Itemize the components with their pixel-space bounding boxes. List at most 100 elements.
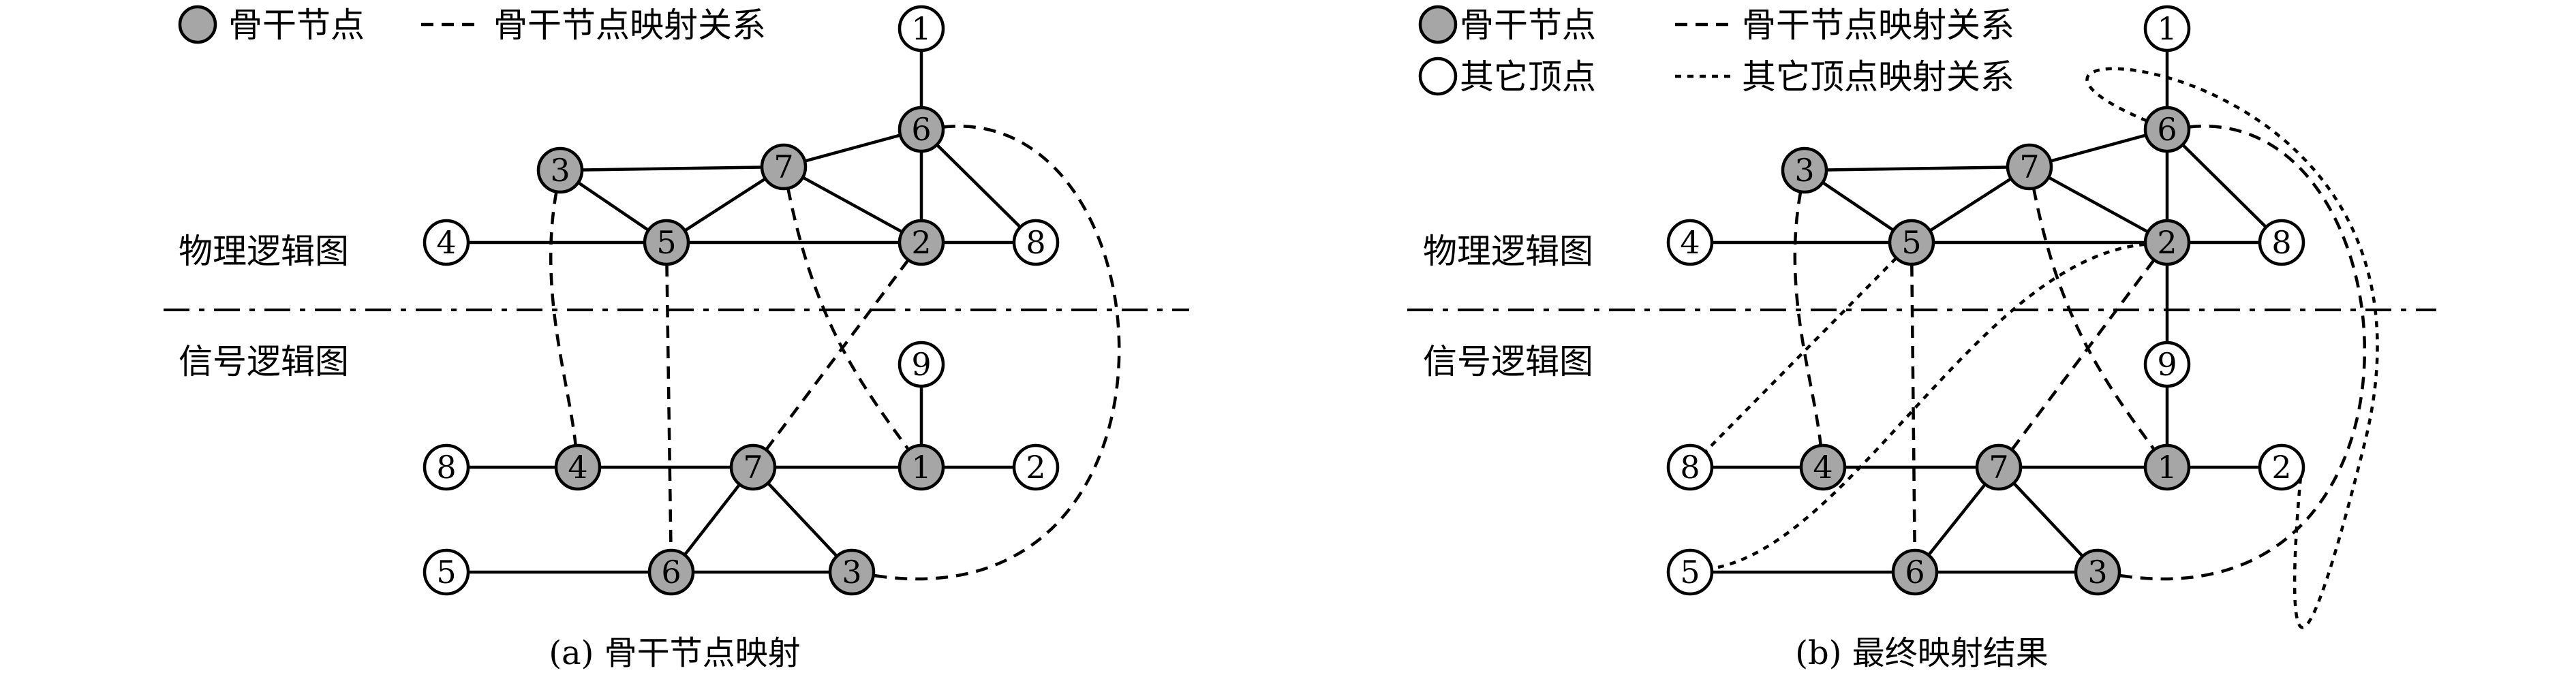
other-node-circle xyxy=(423,219,470,266)
other-node-circle xyxy=(1666,443,1714,491)
physical-node-2: 2 xyxy=(898,219,945,266)
backbone-node-circle xyxy=(647,548,695,596)
legend-backbone-node-text: 骨干节点 xyxy=(1460,5,1596,45)
signal-node-2: 2 xyxy=(2258,443,2305,491)
backbone-node-circle xyxy=(898,219,945,266)
node-label: 7 xyxy=(1989,449,2008,486)
backbone-mapping-line xyxy=(1793,191,1822,446)
other-node-circle xyxy=(2143,5,2191,52)
other-node-circle xyxy=(423,443,470,491)
backbone-mapping-line xyxy=(2031,187,2156,451)
physical-logic-graph-label: 物理逻辑图 xyxy=(1423,232,1593,271)
physical-node-7: 7 xyxy=(2006,143,2053,191)
signal-logic-graph-label: 信号逻辑图 xyxy=(179,342,349,381)
other-vertex-mapping-line xyxy=(2085,67,2379,629)
node-label: 8 xyxy=(1026,224,1045,261)
signal-node-6: 6 xyxy=(647,548,695,596)
signal-node-7: 7 xyxy=(729,443,777,491)
signal-edge xyxy=(2012,482,2084,558)
physical-edge xyxy=(804,133,901,163)
physical-edge xyxy=(684,177,767,232)
node-label: 6 xyxy=(2157,111,2177,148)
node-label: 3 xyxy=(1794,152,1814,189)
backbone-mapping-line xyxy=(873,125,1121,581)
signal-node-8: 8 xyxy=(1666,443,1714,491)
backbone-node-circle xyxy=(2074,548,2121,596)
backbone-node-circle xyxy=(1975,443,2023,491)
physical-node-4: 4 xyxy=(423,219,470,266)
signal-node-5: 5 xyxy=(1666,548,1714,596)
backbone-node-circle xyxy=(1799,443,1847,491)
physical-node-8: 8 xyxy=(2258,219,2305,266)
physical-edge xyxy=(2181,143,2267,229)
backbone-node-circle xyxy=(554,443,602,491)
backbone-mapping-line xyxy=(1910,264,1916,551)
node-label: 9 xyxy=(911,346,931,383)
backbone-mapping-line xyxy=(549,191,577,446)
signal-node-2: 2 xyxy=(1012,443,1060,491)
legend-other-node-icon xyxy=(1418,57,1458,96)
backbone-node-circle xyxy=(729,443,777,491)
physical-edge xyxy=(1826,166,2008,172)
signal-edge xyxy=(1927,483,1987,556)
backbone-node-circle xyxy=(760,143,808,191)
node-label: 7 xyxy=(773,148,793,185)
node-label: 7 xyxy=(2019,148,2039,185)
panel-a-caption: (a) 骨干节点映射 xyxy=(549,634,800,672)
signal-node-3: 3 xyxy=(828,548,876,596)
graph-edges xyxy=(468,50,1022,574)
node-label: 2 xyxy=(2157,224,2177,261)
node-label: 1 xyxy=(911,449,931,486)
legend-b: 骨干节点 骨干节点映射关系 其它顶点 其它顶点映射关系 xyxy=(1418,5,2014,97)
backbone-node-circle xyxy=(1888,219,1935,266)
mapping-lines xyxy=(549,125,1121,581)
backbone-node-circle xyxy=(1781,146,1828,194)
backbone-node-circle xyxy=(2143,443,2191,491)
signal-node-3: 3 xyxy=(2074,548,2121,596)
node-label: 8 xyxy=(1680,449,1700,486)
signal-node-9: 9 xyxy=(2143,341,2191,388)
other-node-circle xyxy=(1666,548,1714,596)
other-node-circle xyxy=(2143,341,2191,388)
backbone-node-circle xyxy=(643,219,690,266)
other-node-circle xyxy=(2258,219,2305,266)
node-label: 8 xyxy=(2271,224,2291,261)
legend-backbone-mapping-text: 骨干节点映射关系 xyxy=(493,5,766,45)
node-label: 4 xyxy=(1813,449,1833,486)
physical-edge xyxy=(577,181,649,232)
signal-node-5: 5 xyxy=(423,548,470,596)
node-label: 5 xyxy=(436,554,456,591)
node-label: 6 xyxy=(911,111,931,148)
physical-node-7: 7 xyxy=(760,143,808,191)
other-vertex-mapping-line xyxy=(1704,257,1898,453)
node-label: 3 xyxy=(842,554,861,591)
signal-node-7: 7 xyxy=(1975,443,2023,491)
physical-edge xyxy=(2047,176,2149,234)
physical-node-1: 1 xyxy=(898,5,945,52)
node-label: 6 xyxy=(1905,554,1925,591)
physical-edge xyxy=(801,176,904,234)
signal-node-1: 1 xyxy=(2143,443,2191,491)
physical-node-6: 6 xyxy=(2143,106,2191,153)
physical-node-5: 5 xyxy=(643,219,690,266)
signal-logic-graph-label: 信号逻辑图 xyxy=(1423,342,1593,381)
legend-other-node-text: 其它顶点 xyxy=(1460,57,1596,97)
signal-node-9: 9 xyxy=(898,341,945,388)
physical-edge xyxy=(581,166,763,172)
signal-edge xyxy=(767,482,838,558)
legend-backbone-node-text: 骨干节点 xyxy=(228,5,365,45)
physical-node-3: 3 xyxy=(536,146,584,194)
legend-backbone-mapping-text: 骨干节点映射关系 xyxy=(1742,5,2014,45)
node-label: 1 xyxy=(911,10,931,47)
graph-edges xyxy=(1712,50,2267,574)
node-label: 1 xyxy=(2157,10,2177,47)
node-label: 5 xyxy=(1901,224,1921,261)
other-node-circle xyxy=(898,341,945,388)
panel-b-caption: (b) 最终映射结果 xyxy=(1795,634,2048,672)
backbone-node-circle xyxy=(898,106,945,153)
backbone-node-circle xyxy=(536,146,584,194)
physical-node-5: 5 xyxy=(1888,219,1935,266)
node-label: 2 xyxy=(1026,449,1045,486)
